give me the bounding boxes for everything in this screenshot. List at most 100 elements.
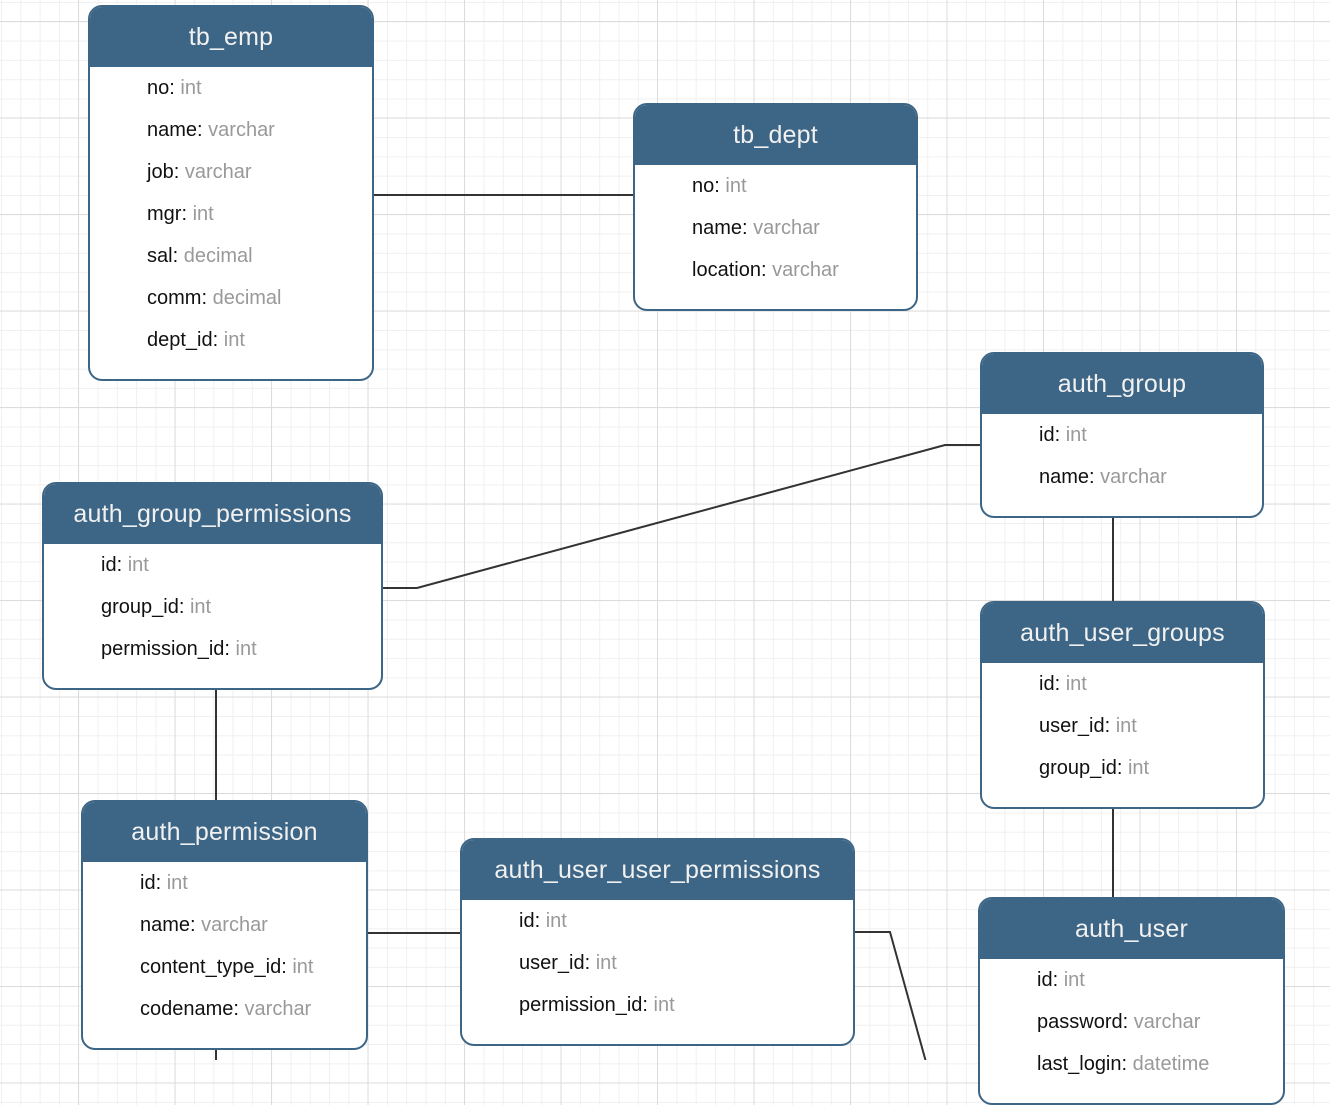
field-type: decimal: [183, 245, 253, 267]
field-type: int: [1115, 715, 1137, 737]
field-separator: :: [155, 872, 167, 894]
field-name: id: [519, 910, 535, 932]
field-row-auth_user_user_permissions-id[interactable]: id: int: [519, 900, 843, 942]
field-row-tb_emp-dept_id[interactable]: dept_id: int: [147, 319, 362, 361]
field-separator: :: [534, 910, 546, 932]
field-row-auth_user-last_login[interactable]: last_login: datetime: [1037, 1043, 1273, 1085]
table-title-auth_user_groups: auth_user_groups: [982, 603, 1263, 663]
field-row-tb_emp-mgr[interactable]: mgr: int: [147, 193, 362, 235]
field-row-auth_group_permissions-group_id[interactable]: group_id: int: [101, 586, 371, 628]
field-type: int: [1065, 424, 1087, 446]
field-separator: :: [1116, 757, 1128, 779]
field-separator: :: [584, 952, 596, 974]
relationship-line-auth_user_user_permissions-offscreen-bottom: [855, 931, 927, 1060]
field-separator: :: [181, 203, 193, 225]
field-row-tb_emp-sal[interactable]: sal: decimal: [147, 235, 362, 277]
field-name: name: [147, 119, 198, 141]
field-separator: :: [233, 998, 245, 1020]
field-row-tb_emp-comm[interactable]: comm: decimal: [147, 277, 362, 319]
field-name: user_id: [519, 952, 585, 974]
field-row-tb_emp-name[interactable]: name: varchar: [147, 109, 362, 151]
field-row-tb_dept-name[interactable]: name: varchar: [692, 207, 906, 249]
table-title-auth_permission: auth_permission: [83, 802, 366, 862]
field-row-auth_group-id[interactable]: id: int: [1039, 414, 1252, 456]
field-row-tb_emp-no[interactable]: no: int: [147, 67, 362, 109]
field-type: int: [235, 638, 257, 660]
field-separator: :: [116, 554, 128, 576]
field-separator: :: [1121, 1053, 1133, 1075]
field-row-tb_emp-job[interactable]: job: varchar: [147, 151, 362, 193]
relationship-line-auth_group_permissions-auth_group: [383, 444, 981, 589]
field-row-auth_permission-content_type_id[interactable]: content_type_id: int: [140, 946, 356, 988]
field-type: int: [166, 872, 188, 894]
field-separator: :: [1089, 466, 1101, 488]
relationship-lines-layer: [215, 194, 1114, 1060]
table-title-auth_user: auth_user: [980, 899, 1283, 959]
field-separator: :: [190, 914, 202, 936]
field-type: int: [1127, 757, 1150, 779]
field-row-auth_user_groups-user_id[interactable]: user_id: int: [1039, 705, 1253, 747]
field-name: no: [692, 175, 715, 197]
field-type: varchar: [208, 119, 275, 141]
field-type: varchar: [201, 914, 268, 936]
field-name: name: [140, 914, 191, 936]
field-row-auth_user_groups-group_id[interactable]: group_id: int: [1039, 747, 1253, 789]
field-row-tb_dept-no[interactable]: no: int: [692, 165, 906, 207]
field-row-auth_user_user_permissions-permission_id[interactable]: permission_id: int: [519, 984, 843, 1026]
field-type: int: [595, 952, 617, 974]
field-separator: :: [212, 329, 224, 351]
field-name: last_login: [1037, 1053, 1122, 1075]
field-type: int: [127, 554, 149, 576]
field-row-auth_user-password[interactable]: password: varchar: [1037, 1001, 1273, 1043]
field-row-auth_user_groups-id[interactable]: id: int: [1039, 663, 1253, 705]
field-type: varchar: [244, 998, 312, 1020]
field-separator: :: [281, 956, 293, 978]
field-separator: :: [642, 994, 654, 1016]
field-name: job: [147, 161, 174, 183]
field-separator: :: [201, 287, 213, 309]
field-name: id: [1039, 424, 1055, 446]
field-type: int: [545, 910, 567, 932]
field-name: mgr: [147, 203, 182, 225]
field-separator: :: [173, 161, 185, 183]
field-type: int: [653, 994, 675, 1016]
field-row-auth_group_permissions-permission_id[interactable]: permission_id: int: [101, 628, 371, 670]
table-title-tb_dept: tb_dept: [635, 105, 916, 165]
field-name: no: [147, 77, 170, 99]
field-separator: :: [197, 119, 209, 141]
field-name: sal: [147, 245, 173, 267]
field-name: permission_id: [519, 994, 643, 1016]
field-type: int: [292, 956, 314, 978]
field-row-tb_dept-location[interactable]: location: varchar: [692, 249, 906, 291]
field-row-auth_permission-name[interactable]: name: varchar: [140, 904, 356, 946]
field-row-auth_user-id[interactable]: id: int: [1037, 959, 1273, 1001]
field-row-auth_permission-id[interactable]: id: int: [140, 862, 356, 904]
field-separator: :: [1104, 715, 1116, 737]
field-name: password: [1037, 1011, 1123, 1033]
field-type: int: [725, 175, 747, 197]
field-row-auth_user_user_permissions-user_id[interactable]: user_id: int: [519, 942, 843, 984]
field-name: name: [692, 217, 743, 239]
field-type: varchar: [753, 217, 820, 239]
field-name: permission_id: [101, 638, 225, 660]
field-type: varchar: [1133, 1011, 1201, 1033]
field-type: int: [1065, 673, 1087, 695]
field-row-auth_group_permissions-id[interactable]: id: int: [101, 544, 371, 586]
field-name: group_id: [101, 596, 179, 618]
field-row-auth_permission-codename[interactable]: codename: varchar: [140, 988, 356, 1030]
field-row-auth_group-name[interactable]: name: varchar: [1039, 456, 1252, 498]
